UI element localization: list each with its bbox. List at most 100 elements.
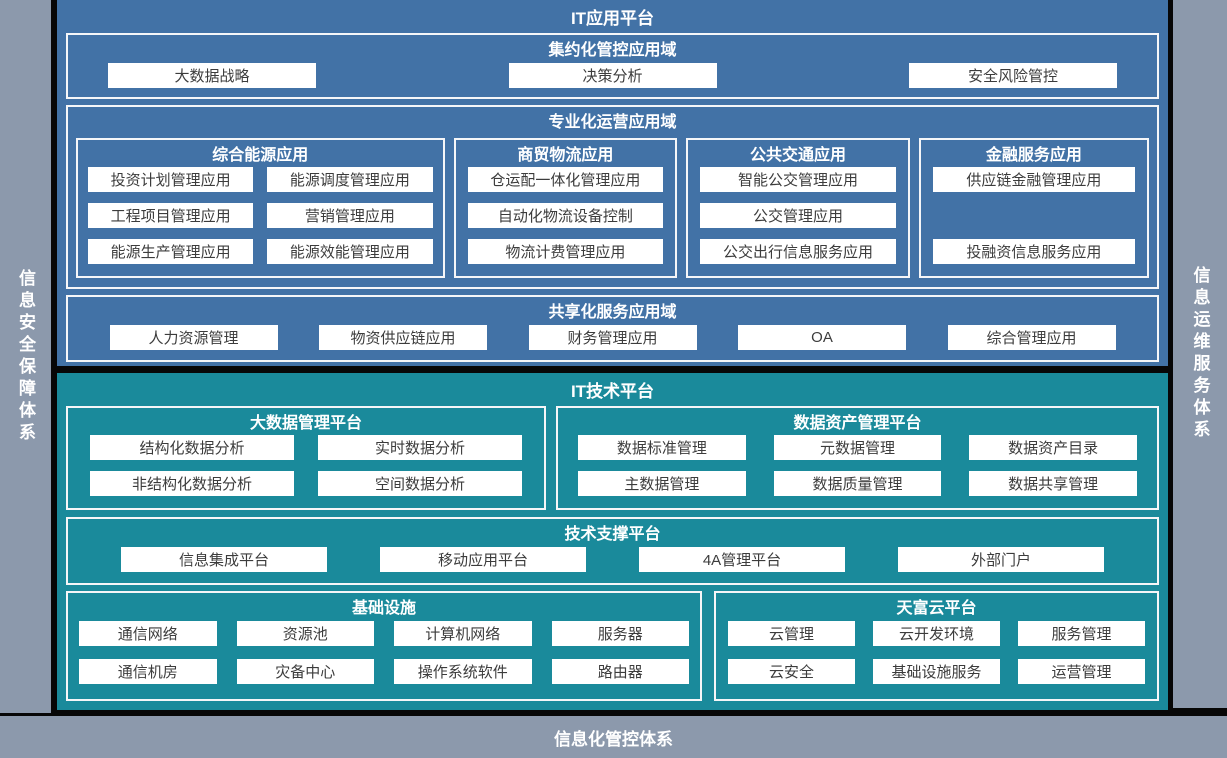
app-box: 投融资信息服务应用: [932, 239, 1135, 264]
tech-box: 操作系统软件: [394, 659, 532, 684]
app-box: 能源调度管理应用: [267, 167, 433, 192]
left-band-label: 信息安全保障体系: [16, 268, 35, 445]
group-bigdata-title: 大数据管理平台: [249, 415, 362, 432]
tech-box: 信息集成平台: [121, 547, 327, 572]
app-box: 能源效能管理应用: [267, 239, 433, 264]
app-box: 工程项目管理应用: [88, 203, 254, 228]
tech-box: 外部门户: [898, 547, 1104, 572]
tech-box: 移动应用平台: [380, 547, 586, 572]
intensive-items-row: 大数据战略 决策分析 安全风险管控: [68, 61, 1157, 97]
tech-box: 非结构化数据分析: [90, 471, 294, 496]
bottom-band-label: 信息化管控体系: [554, 729, 673, 749]
bottom-band-governance-system: 信息化管控体系: [0, 716, 1227, 758]
app-box: 大数据战略: [108, 63, 316, 88]
domain-shared-services: 共享化服务应用域 人力资源管理 物资供应链应用 财务管理应用 OA 综合管理应用: [66, 295, 1159, 362]
tech-box: 主数据管理: [578, 471, 746, 496]
infra-items-grid: 通信网络 资源池 计算机网络 服务器 通信机房 灾备中心 操作系统软件 路由器: [68, 619, 700, 696]
platform-divider: [57, 366, 1168, 373]
tech-box: 数据标准管理: [578, 435, 746, 460]
tech-box: 数据质量管理: [773, 471, 942, 496]
group-tianfu-cloud-platform: 天富云平台 云管理 云开发环境 服务管理 云安全 基础设施服务 运营管理: [714, 591, 1159, 701]
app-box: 能源生产管理应用: [88, 239, 254, 264]
domain-intensive-control: 集约化管控应用域 大数据战略 决策分析 安全风险管控: [66, 33, 1159, 99]
finance-spacer: [933, 203, 1135, 228]
app-box: 人力资源管理: [109, 325, 278, 350]
tech-box: 实时数据分析: [318, 435, 522, 460]
app-box: OA: [738, 325, 906, 350]
group-trade-title: 商贸物流应用: [517, 147, 614, 164]
app-box: 安全风险管控: [909, 63, 1117, 88]
group-energy-title: 综合能源应用: [212, 147, 309, 164]
app-box: 决策分析: [508, 63, 717, 88]
app-box: 财务管理应用: [528, 325, 697, 350]
tech-box: 数据共享管理: [969, 471, 1137, 496]
tech-box: 元数据管理: [773, 435, 942, 460]
group-transport-title: 公共交通应用: [749, 147, 846, 164]
group-asset-title: 数据资产管理平台: [793, 415, 922, 432]
energy-items-grid: 投资计划管理应用 能源调度管理应用 工程项目管理应用 营销管理应用 能源生产管理…: [78, 166, 443, 276]
diagram-main: IT应用平台 集约化管控应用域 大数据战略 决策分析 安全风险管控 专业化运营应…: [57, 0, 1168, 710]
group-trade-logistics: 商贸物流应用 仓运配一体化管理应用 自动化物流设备控制 物流计费管理应用: [453, 138, 678, 278]
group-data-asset-platform: 数据资产管理平台 数据标准管理 元数据管理 数据资产目录 主数据管理 数据质量管…: [556, 406, 1159, 510]
tech-box: 通信机房: [79, 659, 217, 684]
app-box: 智能公交管理应用: [700, 167, 896, 192]
tech-box: 云开发环境: [873, 621, 1000, 646]
tech-row-data-platforms: 大数据管理平台 结构化数据分析 实时数据分析 非结构化数据分析 空间数据分析 数…: [66, 406, 1159, 510]
tech-box: 基础设施服务: [873, 659, 1000, 684]
tech-box: 4A管理平台: [639, 547, 845, 572]
tech-box: 服务器: [551, 621, 689, 646]
shared-items-row: 人力资源管理 物资供应链应用 财务管理应用 OA 综合管理应用: [68, 323, 1157, 360]
tech-row-infra-cloud: 基础设施 通信网络 资源池 计算机网络 服务器 通信机房 灾备中心 操作系统软件…: [66, 591, 1159, 701]
tech-box: 运营管理: [1018, 659, 1145, 684]
app-box: 投资计划管理应用: [88, 167, 254, 192]
finance-items-grid: 供应链金融管理应用 投融资信息服务应用: [921, 166, 1147, 276]
app-platform-panel: IT应用平台 集约化管控应用域 大数据战略 决策分析 安全风险管控 专业化运营应…: [57, 0, 1168, 366]
cloud-items-grid: 云管理 云开发环境 服务管理 云安全 基础设施服务 运营管理: [716, 619, 1157, 696]
tech-platform-panel: IT技术平台 大数据管理平台 结构化数据分析 实时数据分析 非结构化数据分析 空…: [57, 373, 1168, 710]
domain-intensive-title: 集约化管控应用域: [548, 42, 677, 59]
tech-box: 通信网络: [79, 621, 217, 646]
group-integrated-energy: 综合能源应用 投资计划管理应用 能源调度管理应用 工程项目管理应用 营销管理应用…: [76, 138, 445, 278]
tech-platform-title: IT技术平台: [570, 382, 655, 401]
group-finance-title: 金融服务应用: [985, 147, 1082, 164]
group-tech-support-platform: 技术支撑平台 信息集成平台 移动应用平台 4A管理平台 外部门户: [66, 517, 1159, 585]
app-box: 营销管理应用: [267, 203, 433, 228]
domain-specialized-title: 专业化运营应用域: [548, 114, 677, 131]
app-box: 仓运配一体化管理应用: [467, 167, 664, 192]
asset-items-grid: 数据标准管理 元数据管理 数据资产目录 主数据管理 数据质量管理 数据共享管理: [558, 434, 1157, 507]
group-infrastructure: 基础设施 通信网络 资源池 计算机网络 服务器 通信机房 灾备中心 操作系统软件…: [66, 591, 702, 701]
app-box: 物流计费管理应用: [467, 239, 664, 264]
app-box: 供应链金融管理应用: [932, 167, 1135, 192]
bigdata-items-grid: 结构化数据分析 实时数据分析 非结构化数据分析 空间数据分析: [68, 434, 544, 507]
group-public-transport: 公共交通应用 智能公交管理应用 公交管理应用 公交出行信息服务应用: [686, 138, 910, 278]
trade-items-grid: 仓运配一体化管理应用 自动化物流设备控制 物流计费管理应用: [456, 166, 676, 276]
group-support-title: 技术支撑平台: [564, 526, 661, 543]
app-platform-title: IT应用平台: [570, 9, 655, 28]
group-cloud-title: 天富云平台: [896, 600, 977, 617]
group-financial-services: 金融服务应用 供应链金融管理应用 投融资信息服务应用: [918, 138, 1149, 278]
transport-items-grid: 智能公交管理应用 公交管理应用 公交出行信息服务应用: [688, 166, 908, 276]
tech-box: 云管理: [728, 621, 855, 646]
app-box: 综合管理应用: [947, 325, 1116, 350]
right-band-label: 信息运维服务体系: [1190, 266, 1210, 442]
left-band-security-system: 信息安全保障体系: [0, 0, 51, 713]
app-box: 自动化物流设备控制: [467, 203, 664, 228]
tech-box: 云安全: [728, 659, 855, 684]
right-band-operation-system: 信息运维服务体系: [1173, 0, 1227, 708]
app-box: 公交管理应用: [700, 203, 896, 228]
tech-box: 数据资产目录: [969, 435, 1137, 460]
tech-box: 空间数据分析: [318, 471, 522, 496]
domain-specialized-operation: 专业化运营应用域 综合能源应用 投资计划管理应用 能源调度管理应用 工程项目管理…: [66, 105, 1159, 289]
tech-box: 路由器: [551, 659, 689, 684]
app-box: 物资供应链应用: [319, 325, 487, 350]
domain-shared-title: 共享化服务应用域: [548, 304, 677, 321]
group-infra-title: 基础设施: [351, 600, 416, 617]
group-bigdata-platform: 大数据管理平台 结构化数据分析 实时数据分析 非结构化数据分析 空间数据分析: [66, 406, 546, 510]
app-box: 公交出行信息服务应用: [700, 239, 896, 264]
specialized-groups-row: 综合能源应用 投资计划管理应用 能源调度管理应用 工程项目管理应用 营销管理应用…: [68, 133, 1157, 287]
tech-box: 资源池: [236, 621, 374, 646]
support-items-row: 信息集成平台 移动应用平台 4A管理平台 外部门户: [68, 545, 1157, 582]
tech-box: 计算机网络: [394, 621, 532, 646]
tech-box: 结构化数据分析: [90, 435, 294, 460]
tech-box: 灾备中心: [236, 659, 374, 684]
